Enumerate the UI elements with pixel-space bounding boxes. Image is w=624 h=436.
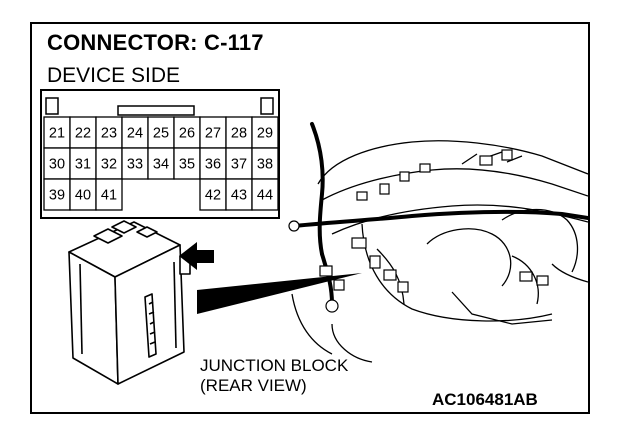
pin-number: 38 [257, 157, 273, 173]
pin-number: 22 [75, 126, 91, 142]
pin-number: 32 [101, 157, 117, 173]
pin-number: 40 [75, 188, 91, 204]
connector-pin-grid: 21 22 23 24 25 26 27 28 29 30 31 32 33 34 35 36 37 38 39 40… [43, 116, 279, 211]
pin-number: 42 [205, 188, 221, 204]
connector-side-label: DEVICE SIDE [47, 64, 181, 87]
pin-cell [43, 178, 71, 211]
pin-number: 27 [205, 126, 221, 142]
pin-number: 29 [257, 126, 273, 142]
illustration: 21 22 23 24 25 26 27 28 29 30 31 32 33 34 35 36 37 38 39 40… [40, 89, 588, 385]
pin-number: 30 [49, 157, 65, 173]
pin-number: 35 [179, 157, 195, 173]
pin-cell [199, 116, 227, 149]
pin-number: 23 [101, 126, 117, 142]
pin-cell [69, 116, 97, 149]
pin-number: 21 [49, 126, 65, 142]
pin-number: 41 [101, 188, 117, 204]
dashboard-illustration [291, 140, 588, 363]
connector-face: 21 22 23 24 25 26 27 28 29 30 31 32 33 34 35 36 37 38 39 40… [40, 89, 280, 219]
junction-block [68, 220, 191, 385]
junction-block-view-label: (REAR VIEW) [200, 376, 307, 395]
pin-number: 43 [231, 188, 247, 204]
figure-code: AC106481AB [432, 390, 538, 409]
pin-cell [225, 178, 253, 211]
pin-number: 37 [231, 157, 247, 173]
pin-number: 31 [75, 157, 91, 173]
pin-number: 24 [127, 126, 143, 142]
callout-wedge [197, 273, 362, 314]
pin-cell [43, 147, 71, 180]
junction-block-label: JUNCTION BLOCK [200, 356, 349, 375]
pin-cell [173, 116, 201, 149]
pin-number: 44 [257, 188, 273, 204]
pin-number: 34 [153, 157, 169, 173]
pin-number: 36 [205, 157, 221, 173]
harness-connectors [288, 149, 549, 313]
pin-cell [173, 147, 201, 180]
pin-cell [95, 178, 123, 211]
arrow-icon [179, 242, 214, 270]
pin-cell [251, 178, 279, 211]
pin-number: 26 [179, 126, 195, 142]
pin-cell [121, 147, 149, 180]
pin-cell [69, 178, 97, 211]
connector-title: CONNECTOR: C-117 [47, 30, 264, 55]
pin-number: 39 [49, 188, 65, 204]
pin-number: 25 [153, 126, 169, 142]
pin-number: 28 [231, 126, 247, 142]
pin-number: 33 [127, 157, 143, 173]
pin-cell [225, 116, 253, 149]
